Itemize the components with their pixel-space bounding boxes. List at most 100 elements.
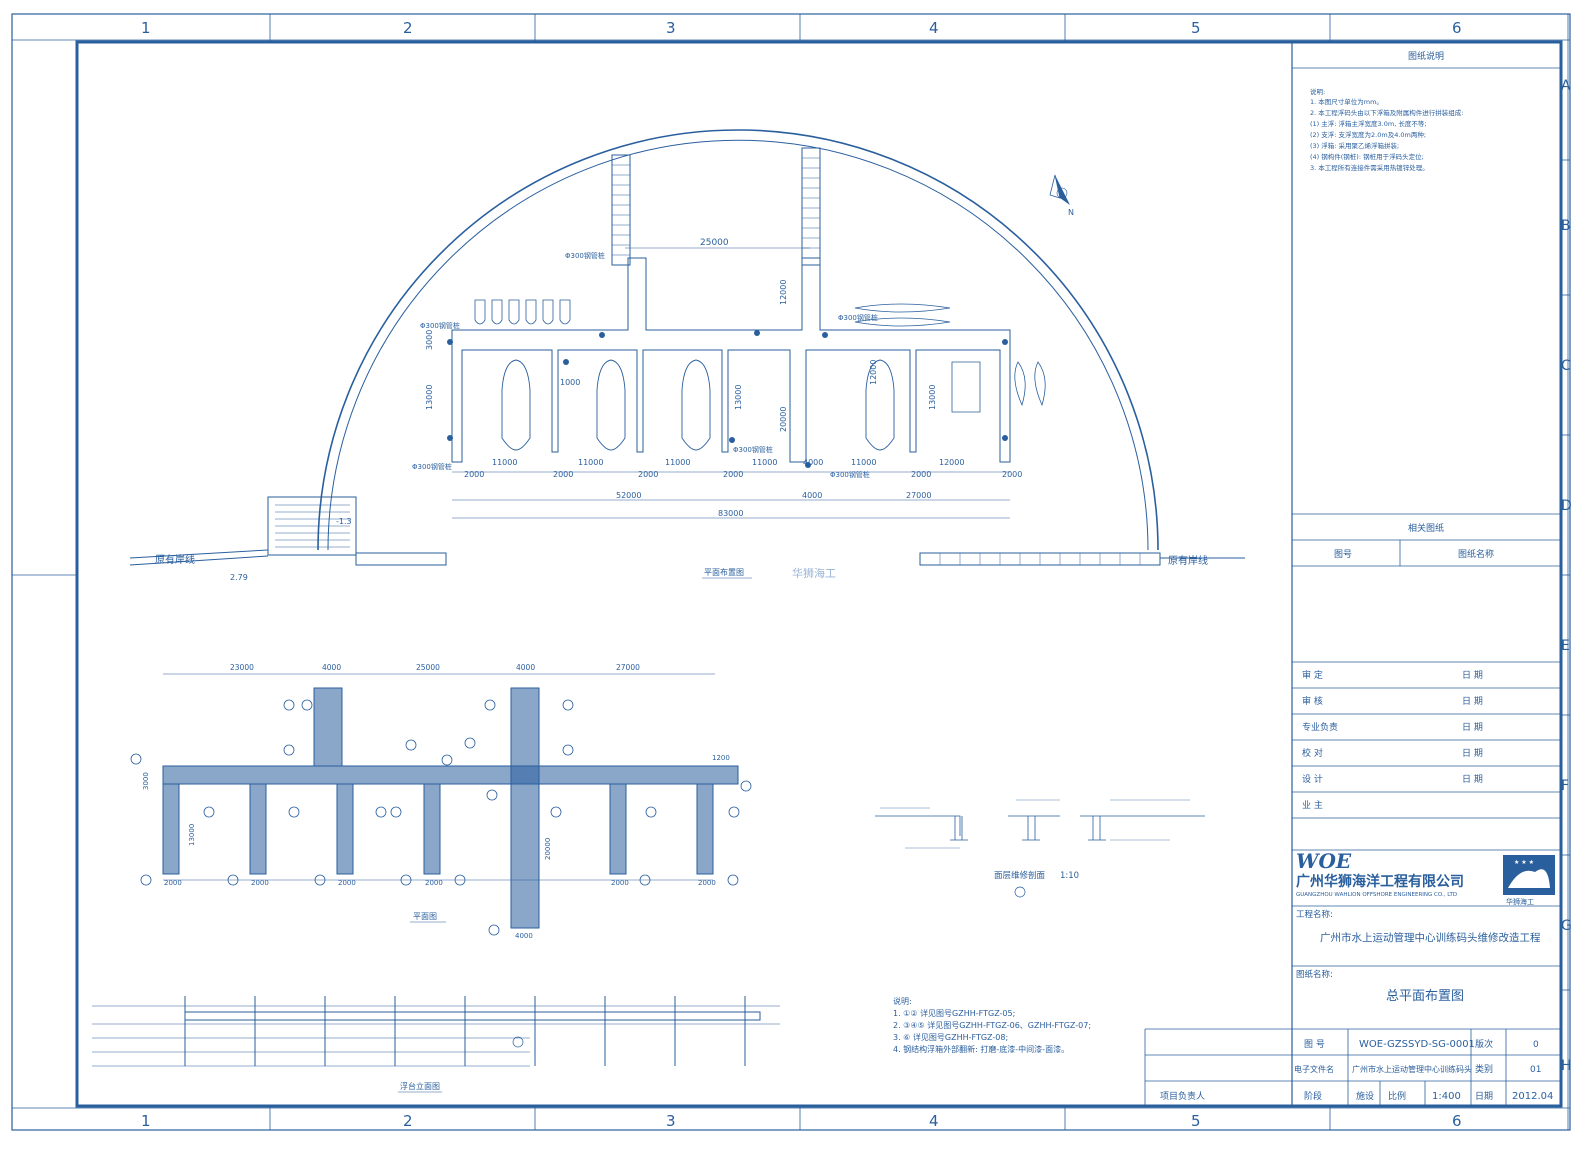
col-label-6: 6 bbox=[1452, 19, 1462, 37]
main-plan: 原有岸线 2.79 -1.3 原有岸线 bbox=[129, 129, 1245, 582]
pile-label: Φ300钢管桩 bbox=[733, 445, 773, 454]
small-dim-4000: 4000 bbox=[515, 932, 533, 940]
stage-value: 施设 bbox=[1356, 1090, 1374, 1102]
col-label-4-bottom: 4 bbox=[929, 1112, 939, 1130]
notes-line: (2) 支浮: 支浮宽度为2.0m及4.0m两种; bbox=[1310, 130, 1426, 139]
bottom-notes-line: 4. 钢结构浮箱外部翻新: 打磨-底漆-中间漆-面漆。 bbox=[893, 1044, 1069, 1054]
pile-label: Φ300钢管桩 bbox=[565, 251, 605, 260]
date-value: 2012.04 bbox=[1512, 1091, 1553, 1102]
col-label-1: 1 bbox=[141, 19, 151, 37]
dim-v-20000: 20000 bbox=[779, 407, 788, 432]
dim-v-3000: 3000 bbox=[425, 330, 434, 350]
svg-text:★ ★ ★: ★ ★ ★ bbox=[1514, 859, 1534, 866]
row-label-d: D bbox=[1561, 498, 1572, 514]
shore-left-label: 原有岸线 bbox=[155, 553, 195, 566]
col-label-2-bottom: 2 bbox=[403, 1112, 413, 1130]
bottom-notes-line: 3. ⑥ 详见图号GZHH-FTGZ-08; bbox=[893, 1032, 1008, 1042]
small-dim-2000: 2000 bbox=[338, 879, 356, 887]
dim-seg: 12000 bbox=[939, 458, 964, 467]
company-badge-text: 华狮海工 bbox=[1506, 897, 1534, 906]
signoff-date: 日 期 bbox=[1462, 670, 1483, 681]
category-value: 01 bbox=[1530, 1065, 1541, 1075]
signoff-date: 日 期 bbox=[1462, 774, 1483, 785]
section-detail-title: 面层维修剖面 bbox=[994, 870, 1046, 881]
gangway-left bbox=[611, 154, 631, 266]
dim-27000: 27000 bbox=[906, 491, 931, 500]
dim-83000: 83000 bbox=[718, 509, 743, 518]
related-panel-title: 相关图纸 bbox=[1408, 522, 1444, 534]
dim-seg: 2000 bbox=[638, 470, 658, 479]
row-label-h: H bbox=[1561, 1058, 1572, 1074]
dim-seg: 2000 bbox=[1002, 470, 1022, 479]
notes-panel-title: 图纸说明 bbox=[1408, 50, 1444, 62]
notes-panel-heading: 说明: bbox=[1310, 87, 1325, 96]
col-label-3: 3 bbox=[666, 19, 676, 37]
signoff-role: 审 核 bbox=[1302, 695, 1323, 707]
signoff-date: 日 期 bbox=[1462, 722, 1483, 733]
pile-label: Φ300钢管桩 bbox=[412, 462, 452, 471]
notes-line: 1. 本图尺寸单位为mm。 bbox=[1310, 97, 1383, 106]
col-label-5: 5 bbox=[1191, 19, 1201, 37]
row-label-e: E bbox=[1561, 638, 1570, 654]
scale-value: 1:400 bbox=[1432, 1091, 1461, 1102]
row-label-f: F bbox=[1561, 778, 1569, 794]
col-label-3-bottom: 3 bbox=[666, 1112, 676, 1130]
file-label: 电子文件名 bbox=[1294, 1064, 1334, 1074]
company-name: 广州华狮海洋工程有限公司 bbox=[1296, 873, 1464, 890]
bottom-notes-title: 说明: bbox=[893, 996, 912, 1006]
stage-label: 阶段 bbox=[1304, 1090, 1322, 1102]
small-dim-3000: 3000 bbox=[142, 772, 150, 790]
dim-seg: 11000 bbox=[492, 458, 517, 467]
boat-icon bbox=[501, 359, 895, 451]
project-label: 工程名称: bbox=[1296, 909, 1333, 920]
scale-label: 比例 bbox=[1388, 1090, 1406, 1102]
small-dim: 4000 bbox=[322, 663, 341, 672]
dim-25000-top: 25000 bbox=[700, 238, 729, 248]
small-dim: 27000 bbox=[616, 663, 640, 672]
company-badge-icon: ★ ★ ★ bbox=[1503, 855, 1555, 895]
col-label-4: 4 bbox=[929, 19, 939, 37]
dim-4000: 4000 bbox=[802, 491, 822, 500]
dim-v-13000: 13000 bbox=[425, 385, 434, 410]
notes-line: 3. 本工程所有连接件需采用热镀锌处理。 bbox=[1310, 163, 1429, 172]
bottom-notes-line: 2. ③④⑤ 详见图号GZHH-FTGZ-06、GZHH-FTGZ-07; bbox=[893, 1020, 1091, 1030]
col-label-1-bottom: 1 bbox=[141, 1112, 151, 1130]
small-dim-1200: 1200 bbox=[712, 754, 730, 762]
dwg-no-label: 图 号 bbox=[1304, 1039, 1325, 1050]
section-detail: 面层维修剖面 1:10 bbox=[875, 799, 1205, 898]
dwg-no: WOE-GZSSYD-SG-0001 bbox=[1359, 1039, 1475, 1050]
dim-seg: 2000 bbox=[553, 470, 573, 479]
sheet-frame: 1 2 3 4 5 6 1 2 3 4 5 6 A B C D E F G H bbox=[11, 13, 1572, 1131]
small-dim-2000: 2000 bbox=[698, 879, 716, 887]
pile-markers bbox=[447, 330, 1008, 468]
title-panel: 图纸说明 说明: 1. 本图尺寸单位为mm。 2. 本工程浮码头由以下浮箱及附属… bbox=[1144, 42, 1561, 1106]
signoff-role: 业 主 bbox=[1302, 799, 1323, 811]
notes-line: (1) 主浮: 浮箱主浮宽度3.0m, 长度不等; bbox=[1310, 119, 1427, 128]
dim-v-12000: 12000 bbox=[779, 280, 788, 305]
file-name: 广州市水上运动管理中心训练码头 bbox=[1352, 1064, 1472, 1074]
related-col-number: 图号 bbox=[1334, 549, 1352, 560]
section-callout bbox=[1014, 886, 1026, 898]
dim-1000: 1000 bbox=[560, 378, 580, 387]
elevation-view: 浮台立面图 bbox=[92, 996, 780, 1093]
watermark: 华狮海工 bbox=[792, 566, 836, 580]
dim-seg: 4000 bbox=[803, 458, 823, 467]
company-name-en: GUANGZHOU WAHLION OFFSHORE ENGINEERING C… bbox=[1296, 892, 1457, 898]
small-dim-20000: 20000 bbox=[544, 838, 552, 860]
signoff-date: 日 期 bbox=[1462, 748, 1483, 759]
signoff-role: 专业负责 bbox=[1302, 721, 1338, 733]
small-plan: 23000 4000 25000 4000 27000 3000 13000 2… bbox=[130, 663, 752, 940]
notes-line: (4) 钢构件(钢桩): 钢桩用于浮码头定位; bbox=[1310, 152, 1424, 161]
drawing-label: 图纸名称: bbox=[1296, 969, 1333, 980]
north-label: N bbox=[1068, 208, 1074, 217]
category-label: 类别 bbox=[1475, 1063, 1493, 1075]
small-dim: 25000 bbox=[416, 663, 440, 672]
rev-value: 0 bbox=[1533, 1040, 1539, 1050]
north-arrow-icon bbox=[1049, 174, 1070, 205]
company-logo: WOE bbox=[1296, 849, 1352, 873]
notes-line: 2. 本工程浮码头由以下浮箱及附属构件进行拼装组成: bbox=[1310, 108, 1463, 117]
small-dim-13000: 13000 bbox=[188, 824, 196, 846]
row-label-a: A bbox=[1561, 78, 1571, 94]
notes-line: (3) 浮箱: 采用聚乙烯浮箱拼装; bbox=[1310, 141, 1399, 150]
project-manager-label: 项目负责人 bbox=[1160, 1090, 1205, 1102]
